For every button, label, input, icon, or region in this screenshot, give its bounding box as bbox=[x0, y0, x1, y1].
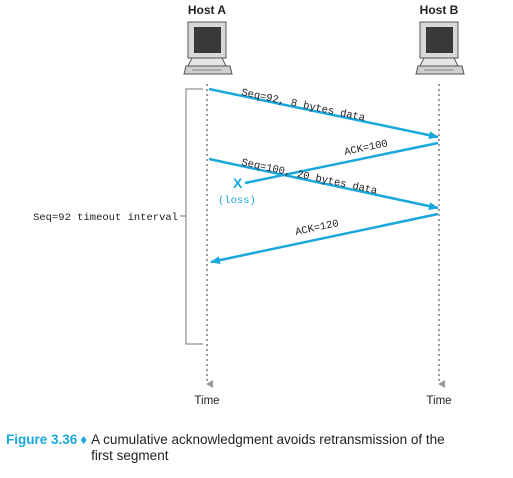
segment-1-arrow bbox=[208, 87, 439, 140]
tcp-diagram: Host A Host B Seq=92 timeout interval Se… bbox=[33, 3, 465, 407]
loss-label: (loss) bbox=[218, 195, 256, 207]
ack-120-arrow bbox=[210, 212, 439, 265]
time-label-host-b: Time bbox=[426, 395, 451, 407]
timeout-bracket bbox=[185, 88, 203, 345]
figure-number: Figure 3.36 bbox=[6, 432, 78, 447]
timeout-label: Seq=92 timeout interval bbox=[33, 212, 178, 224]
computer-icon-host-b bbox=[415, 21, 465, 75]
segment-1-label: Seq=92, 8 bytes data bbox=[240, 87, 366, 125]
caption-text: A cumulative acknowledgment avoids retra… bbox=[91, 432, 445, 463]
loss-x-icon: X bbox=[233, 175, 243, 191]
ack-100-arrow bbox=[244, 141, 439, 185]
figure-caption: Figure 3.36♦A cumulative acknowledgment … bbox=[6, 432, 506, 464]
segment-2-arrow bbox=[208, 157, 439, 211]
segment-2-label: Seq=100, 20 bytes data bbox=[240, 157, 378, 198]
host-b-label: Host B bbox=[420, 3, 459, 17]
computer-icon-host-a bbox=[183, 21, 233, 75]
time-label-host-a: Time bbox=[194, 395, 219, 407]
host-a-label: Host A bbox=[188, 3, 227, 17]
diamond-icon: ♦ bbox=[80, 432, 88, 447]
